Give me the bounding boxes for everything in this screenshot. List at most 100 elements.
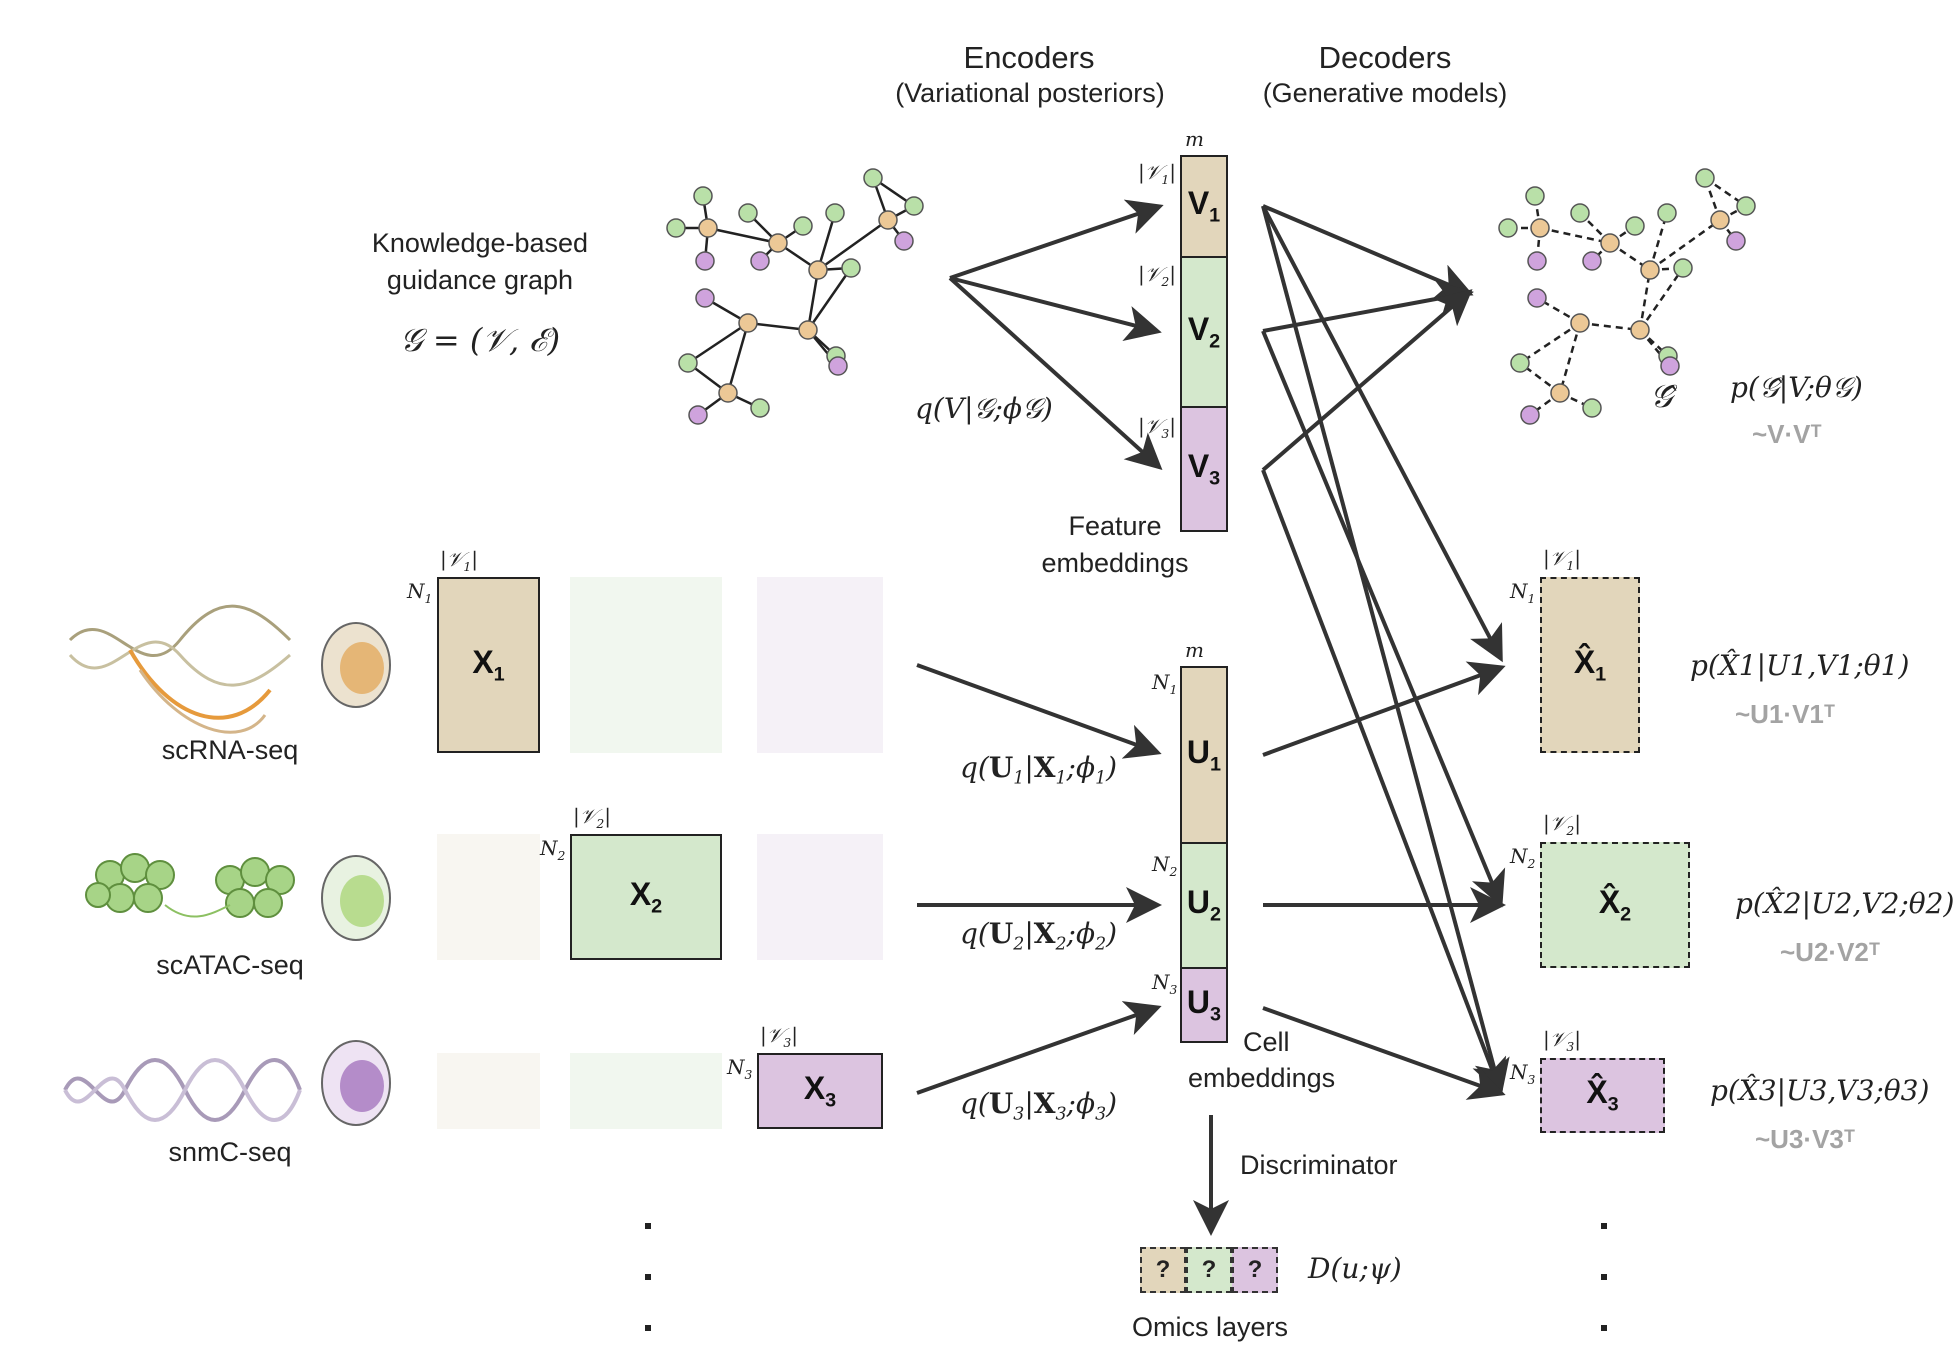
x3-ghost-tan <box>437 1053 540 1129</box>
decoder-approx-3: ~U3·V3ᵀ <box>1755 1124 1856 1154</box>
graph-node <box>841 258 861 278</box>
feature-embedding-v3: V3 <box>1180 406 1228 532</box>
graph-node <box>894 231 914 251</box>
reconstructed-graph-illustration <box>1498 168 1756 425</box>
graph-edge <box>1519 321 1581 365</box>
scatac-seq-label: scATAC-seq <box>156 950 304 980</box>
cell-embeddings-caption-line1: Cell <box>1243 1027 1290 1057</box>
arrow-x1-to-u1 <box>916 663 1162 759</box>
arrow-v1-to-x1hat <box>1261 205 1503 663</box>
arrow-v3-to-graph <box>1261 289 1473 472</box>
arrow-x3-to-u3 <box>916 1001 1162 1095</box>
graph-node <box>1710 210 1730 230</box>
graph-node <box>798 320 818 340</box>
graph-edge <box>806 269 820 331</box>
graph-node <box>718 383 738 403</box>
graph-node <box>1520 405 1540 425</box>
u3-label: U3 <box>1186 983 1222 1026</box>
graph-node <box>904 196 924 216</box>
graph-node <box>1660 356 1680 376</box>
graph-edge <box>1638 269 1652 331</box>
decoder-formula-1: p(X̂1|U1,V1;θ1) <box>1690 649 1910 682</box>
cell-embeddings-caption-line2: embeddings <box>1188 1063 1336 1093</box>
graph-node <box>828 356 848 376</box>
x3-cols-label: |𝒱3| <box>760 1023 799 1050</box>
x1-hat-rows-label: N1 <box>1510 579 1536 606</box>
ellipsis-left-1 <box>645 1223 651 1229</box>
discriminator-label: Discriminator <box>1240 1150 1398 1180</box>
graph-edge <box>1539 226 1611 245</box>
encoder-formula-2: q(U2|X2;ϕ2) <box>960 917 1118 955</box>
graph-edge <box>1558 322 1582 394</box>
x1-rows-label: N1 <box>407 579 433 606</box>
cell-icons <box>321 622 391 1126</box>
graph-node <box>1570 203 1590 223</box>
graph-node <box>1736 196 1756 216</box>
omics-layer-box-3: ? <box>1232 1247 1278 1293</box>
graph-node <box>1582 398 1602 418</box>
matrix-x1: X1 <box>437 577 540 753</box>
graph-node <box>1498 218 1518 238</box>
graph-node <box>1525 186 1545 206</box>
feature-embedding-v2: V2 <box>1180 256 1228 408</box>
decoded-graph-approx: ~V·Vᵀ <box>1752 419 1822 449</box>
arrow-graph-to-v1 <box>949 199 1164 280</box>
cell-embedding-u3: U3 <box>1180 967 1228 1043</box>
discriminator-formula: D(u;ψ) <box>1308 1252 1402 1285</box>
scatac-chromatin-icon <box>85 853 295 918</box>
x3-hat-cols-label: |𝒱3| <box>1543 1027 1582 1054</box>
x3-hat-label: X̂3 <box>1586 1074 1619 1116</box>
x2-hat-cols-label: |𝒱2| <box>1543 811 1582 838</box>
graph-node <box>750 251 770 271</box>
v3-size-label: |𝒱3| <box>1138 414 1177 441</box>
graph-edge <box>806 267 853 331</box>
encoders-subtitle: (Variational posteriors) <box>895 78 1165 108</box>
graph-node <box>1582 251 1602 271</box>
x2-ghost-purple <box>757 834 883 960</box>
graph-edge <box>707 226 779 245</box>
scrna-seq-label: scRNA-seq <box>161 735 299 765</box>
arrow-v1-to-graph <box>1262 204 1474 298</box>
graph-node <box>695 251 715 271</box>
graph-encoder-arrows <box>948 199 1164 471</box>
x1-hat-label: X̂1 <box>1573 643 1607 686</box>
decoder-formula-3: p(X̂3|U3,V3;θ3) <box>1710 1074 1930 1107</box>
encoder-formula-3: q(U3|X3;ϕ3) <box>960 1087 1118 1125</box>
graph-node <box>1657 203 1677 223</box>
graph-node <box>1527 288 1547 308</box>
scrna-dna-icon <box>68 604 292 734</box>
x2-hat-label: X̂2 <box>1598 883 1632 926</box>
x1-hat-cols-label: |𝒱1| <box>1543 546 1582 573</box>
feature-embeddings-caption-line1: Feature <box>1068 511 1162 541</box>
feature-embedding-v1: V1 <box>1180 155 1228 258</box>
graph-node <box>863 168 883 188</box>
decoders-title: Decoders <box>1318 40 1452 75</box>
v2-label: V2 <box>1187 310 1221 353</box>
u2-label: U2 <box>1186 884 1222 926</box>
decoder-formula-2: p(X̂2|U2,V2;θ2) <box>1735 887 1954 920</box>
omics-layers-caption: Omics layers <box>1131 1312 1288 1342</box>
decoder-approx-2: ~U2·V2ᵀ <box>1780 937 1881 967</box>
matrix-x2: X2 <box>570 834 722 960</box>
decoders-subtitle: (Generative models) <box>1262 78 1508 108</box>
graph-node <box>1527 251 1547 271</box>
graph-node <box>1640 260 1660 280</box>
graph-node <box>678 353 698 373</box>
graph-edge <box>747 321 809 332</box>
graph-node <box>825 203 845 223</box>
graph-node <box>698 218 718 238</box>
graph-edge <box>687 321 749 365</box>
graph-node <box>738 203 758 223</box>
arrow-graph-to-v3 <box>948 276 1163 471</box>
decoder-approx-1: ~U1·V1ᵀ <box>1735 699 1836 729</box>
x2-cols-label: |𝒱2| <box>573 804 612 831</box>
graph-node <box>1695 168 1715 188</box>
cell-encoder-arrows <box>916 663 1162 1095</box>
graph-node <box>693 186 713 206</box>
arrow-v3-to-x3hat-cross <box>1261 469 1507 1096</box>
feature-embeddings-caption-line2: embeddings <box>1041 548 1189 578</box>
matrix-x3: X3 <box>757 1053 883 1129</box>
graph-node <box>1625 216 1645 236</box>
graph-node <box>695 288 715 308</box>
graph-node <box>688 405 708 425</box>
